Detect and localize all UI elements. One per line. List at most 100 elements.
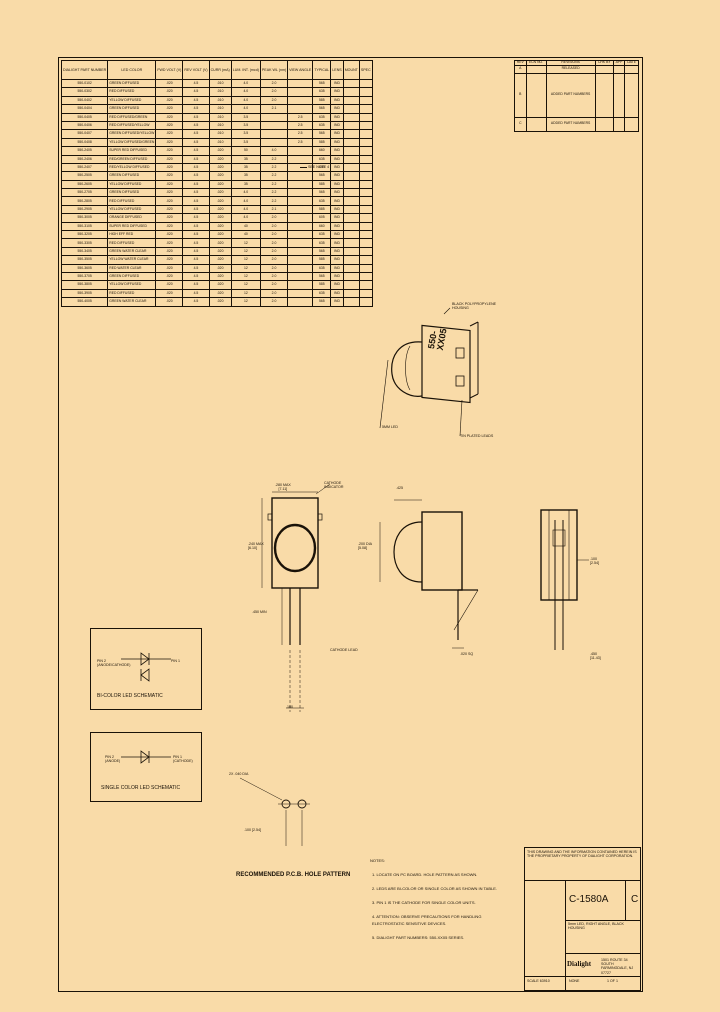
parts-cell [358, 255, 373, 265]
parts-cell: .020 [208, 146, 232, 156]
parts-cell: .020 [208, 297, 232, 307]
parts-cell: 565 [312, 188, 332, 198]
parts-cell: 4.5 [182, 213, 210, 223]
parts-cell: 635 [312, 230, 332, 240]
revision-cell: RELEASED [545, 64, 596, 74]
parts-cell: .020 [155, 129, 184, 139]
side-dim-top: .425 [396, 486, 403, 490]
pcb-hole-note: 2X .040 DIA [229, 772, 249, 776]
parts-cell: 550-0404 [60, 104, 109, 114]
parts-cell: 565 [312, 104, 332, 114]
front-dim-width: .280 MAX[7.11] [275, 483, 291, 492]
parts-cell: IND [330, 95, 344, 106]
parts-cell: 4.5 [182, 95, 210, 106]
parts-cell: 4.5 [182, 280, 210, 290]
parts-cell: 4.5 [182, 263, 210, 274]
parts-cell [358, 129, 373, 139]
single-color-title: SINGLE COLOR LED SCHEMATIC [101, 785, 181, 791]
note-line: 1. LOCATE ON PC BOARD. HOLE PATTERN AS S… [372, 872, 478, 877]
parts-cell: 12 [230, 297, 261, 307]
parts-cell: 2.0 [259, 271, 289, 282]
parts-cell [342, 171, 360, 181]
parts-cell [287, 78, 314, 89]
revision-cell [594, 116, 614, 132]
parts-cell: 565 [312, 129, 332, 139]
parts-cell [259, 120, 289, 131]
parts-cell: 550-2805 [60, 196, 109, 206]
drawing-title: 5mm LED, RIGHT ANGLE, BLACK HOUSING [568, 922, 624, 931]
parts-header-cell: TYPICAL [312, 60, 332, 80]
parts-cell: 550-0408 [60, 137, 109, 148]
parts-cell: 550-3805 [60, 280, 109, 290]
parts-cell: 4.0 [230, 204, 261, 215]
parts-cell: 550-0406 [60, 120, 109, 131]
note-line: 4. ATTENTION: OBSERVE PRECAUTIONS FOR HA… [372, 914, 482, 919]
parts-cell [342, 129, 360, 139]
parts-cell: RED DIFFUSED [107, 87, 157, 97]
body-marking: 550- XX05 [426, 327, 449, 352]
end-view-drawing [540, 509, 589, 650]
parts-cell [358, 104, 373, 114]
parts-cell: 550-0302 [60, 87, 109, 97]
parts-header-cell: DIALIGHT PART NUMBER [60, 60, 109, 80]
parts-cell: 4.5 [182, 154, 210, 164]
parts-cell: .020 [208, 204, 232, 215]
parts-cell: 2.2 [259, 179, 289, 190]
parts-cell: IND [330, 188, 344, 198]
parts-cell: 12 [230, 255, 261, 265]
parts-cell: GREEN DIFFUSED [107, 271, 157, 282]
parts-cell: IND [330, 154, 344, 164]
parts-cell: .020 [155, 230, 184, 240]
parts-cell: .020 [155, 288, 184, 299]
parts-cell: 660 [312, 221, 332, 232]
parts-cell [287, 154, 314, 164]
parts-header-cell: REV VOLT (V) [182, 60, 210, 80]
parts-cell: 4.5 [182, 297, 210, 307]
parts-cell: IND [330, 246, 344, 257]
parts-cell: 550-3305 [60, 238, 109, 248]
parts-cell: 2.0 [259, 87, 289, 97]
parts-cell: 550-2605 [60, 179, 109, 190]
parts-cell: .020 [155, 104, 184, 114]
parts-header-cell: FWD VOLT (V) [155, 60, 184, 80]
parts-cell [287, 221, 314, 232]
parts-cell: ORANGE DIFFUSED [107, 213, 157, 223]
parts-cell [287, 196, 314, 206]
revision-cell [525, 116, 547, 132]
parts-cell: 2.2 [259, 154, 289, 164]
parts-cell: IND [330, 112, 344, 122]
parts-cell [342, 179, 360, 190]
parts-cell: .010 [208, 78, 232, 89]
parts-cell: 550-3705 [60, 271, 109, 282]
parts-cell: YELLOW DIFFUSED [107, 280, 157, 290]
parts-cell: 4.5 [182, 204, 210, 215]
parts-cell: 4.0 [230, 87, 261, 97]
parts-cell [358, 238, 373, 248]
bi-color-symbol [121, 652, 171, 682]
parts-cell: 635 [312, 87, 332, 97]
parts-cell: 3.5 [230, 129, 261, 139]
parts-cell: RED WATER CLEAR [107, 263, 157, 274]
parts-cell: 4.5 [182, 179, 210, 190]
parts-cell: 2.2 [259, 171, 289, 181]
parts-cell: GREEN WATER CLEAR [107, 297, 157, 307]
parts-cell: 4.0 [230, 78, 261, 89]
revision-cell [525, 72, 547, 118]
parts-cell [342, 280, 360, 290]
parts-cell: .020 [155, 154, 184, 164]
pcb-pattern-title: RECOMMENDED P.C.B. HOLE PATTERN [236, 872, 351, 878]
revision-cell: ADDED PART NUMBERS [545, 72, 596, 118]
parts-cell [358, 95, 373, 106]
parts-cell: 2.5 [287, 120, 314, 131]
parts-cell: 550-2705 [60, 188, 109, 198]
parts-cell: .020 [208, 213, 232, 223]
parts-cell: .020 [155, 171, 184, 181]
